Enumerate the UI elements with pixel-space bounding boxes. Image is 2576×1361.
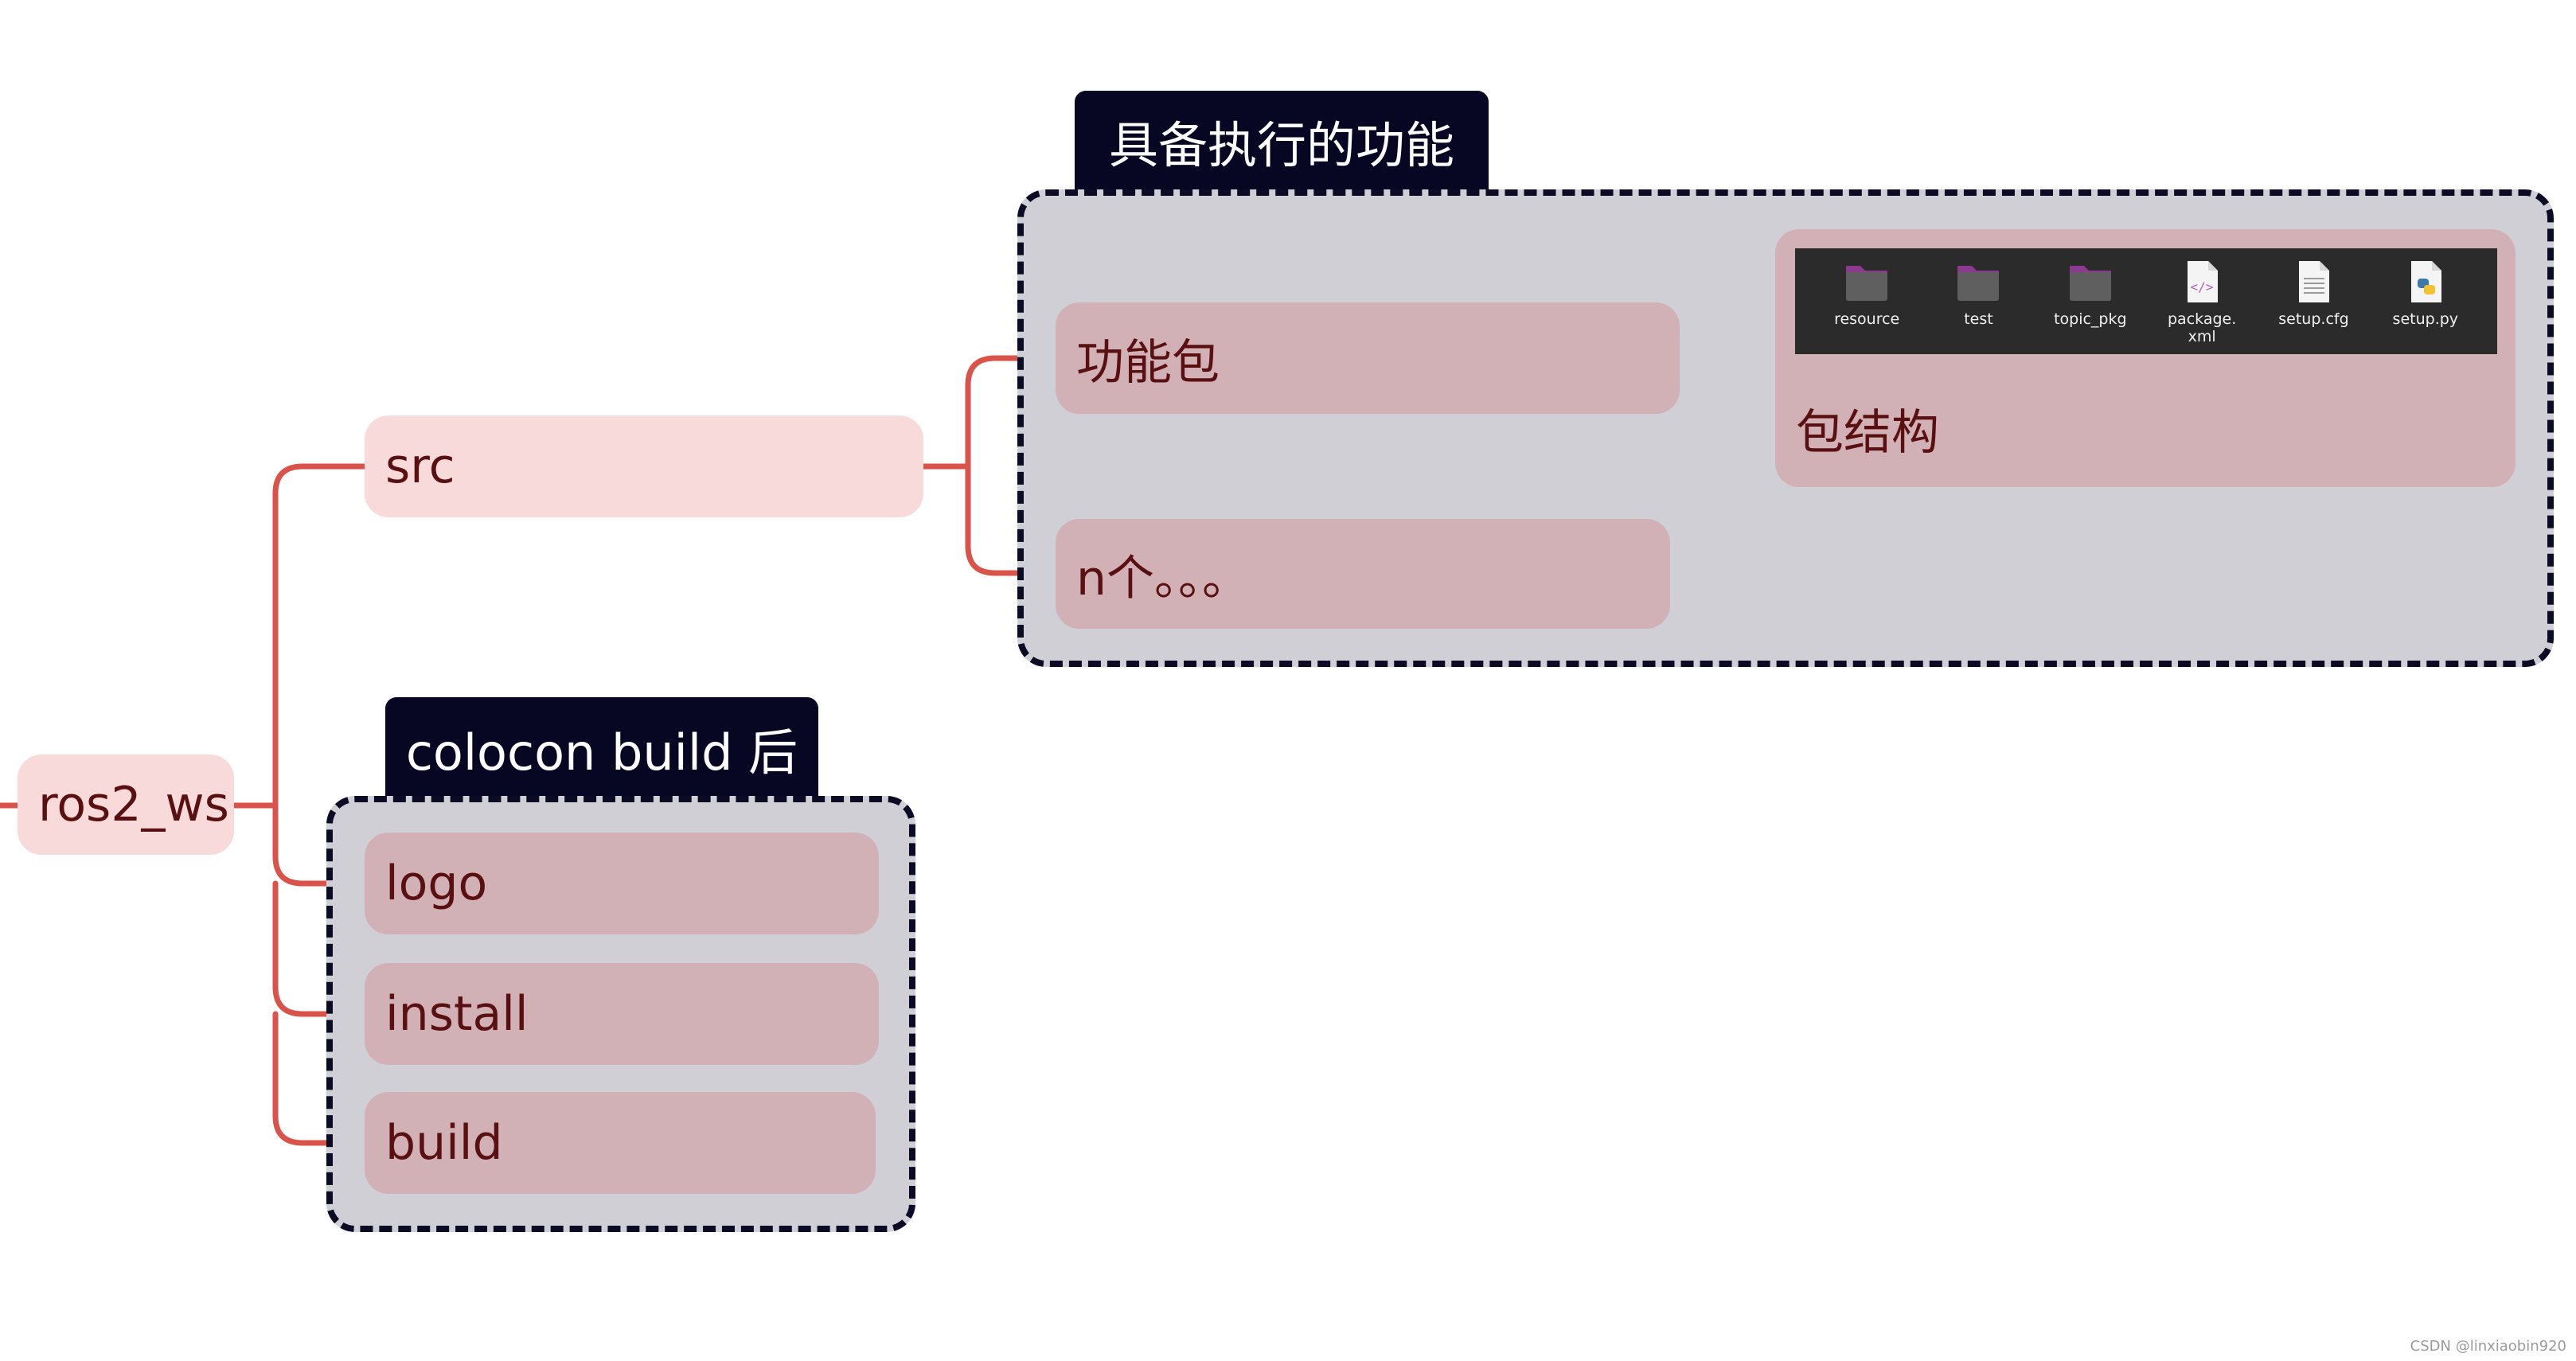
build-node[interactable]: build — [365, 1092, 876, 1194]
install-node[interactable]: install — [365, 963, 879, 1065]
trunk-to-src-line — [272, 463, 368, 809]
src-group-title: 具备执行的功能 — [1075, 91, 1489, 191]
folder-icon — [1846, 266, 1888, 301]
logo-node[interactable]: logo — [365, 833, 879, 934]
package-node[interactable]: 功能包 — [1056, 302, 1680, 414]
file-label: package. xml — [2168, 310, 2237, 345]
file-item: </> package. xml — [2154, 258, 2250, 345]
more-packages-label: n个。。。 — [1076, 550, 1251, 606]
folder-icon — [1957, 266, 2000, 301]
install-label: install — [385, 986, 529, 1042]
src-label: src — [385, 439, 455, 494]
file-label: resource — [1834, 310, 1900, 328]
root-node[interactable]: ros2_ws — [18, 755, 234, 855]
branch-to-more-line — [965, 463, 1059, 576]
build-group-title: colocon build 后 — [385, 697, 818, 799]
trunk-to-logo-line — [272, 802, 368, 887]
trunk-to-build-line — [272, 1011, 368, 1146]
file-label: setup.py — [2392, 310, 2459, 328]
file-label: test — [1964, 310, 1993, 328]
svg-text:</>: </> — [2191, 279, 2214, 294]
file-label: setup.cfg — [2278, 310, 2349, 328]
trunk-to-install-line — [272, 880, 368, 1017]
text-file-icon — [2299, 261, 2330, 302]
watermark: CSDN @linxiaobin920 — [2410, 1338, 2566, 1355]
file-item: topic_pkg — [2043, 258, 2138, 328]
branch-to-package-line — [965, 355, 1059, 470]
file-item: setup.cfg — [2266, 258, 2361, 328]
package-label: 功能包 — [1076, 334, 1220, 391]
build-label: build — [385, 1115, 503, 1171]
python-file-icon — [2410, 261, 2441, 302]
more-packages-node[interactable]: n个。。。 — [1056, 519, 1670, 629]
file-label: topic_pkg — [2054, 310, 2127, 328]
xml-file-icon: </> — [2188, 261, 2219, 302]
file-item: test — [1930, 258, 2026, 328]
package-structure-label: 包结构 — [1796, 405, 1939, 461]
src-node[interactable]: src — [365, 415, 923, 517]
file-browser-image: resource test topic_pkg </> package. xml — [1795, 248, 2497, 354]
root-label: ros2_ws — [38, 777, 229, 833]
logo-label: logo — [385, 856, 488, 911]
file-item: resource — [1819, 258, 1914, 328]
folder-icon — [2069, 266, 2111, 301]
file-item: setup.py — [2378, 258, 2473, 328]
